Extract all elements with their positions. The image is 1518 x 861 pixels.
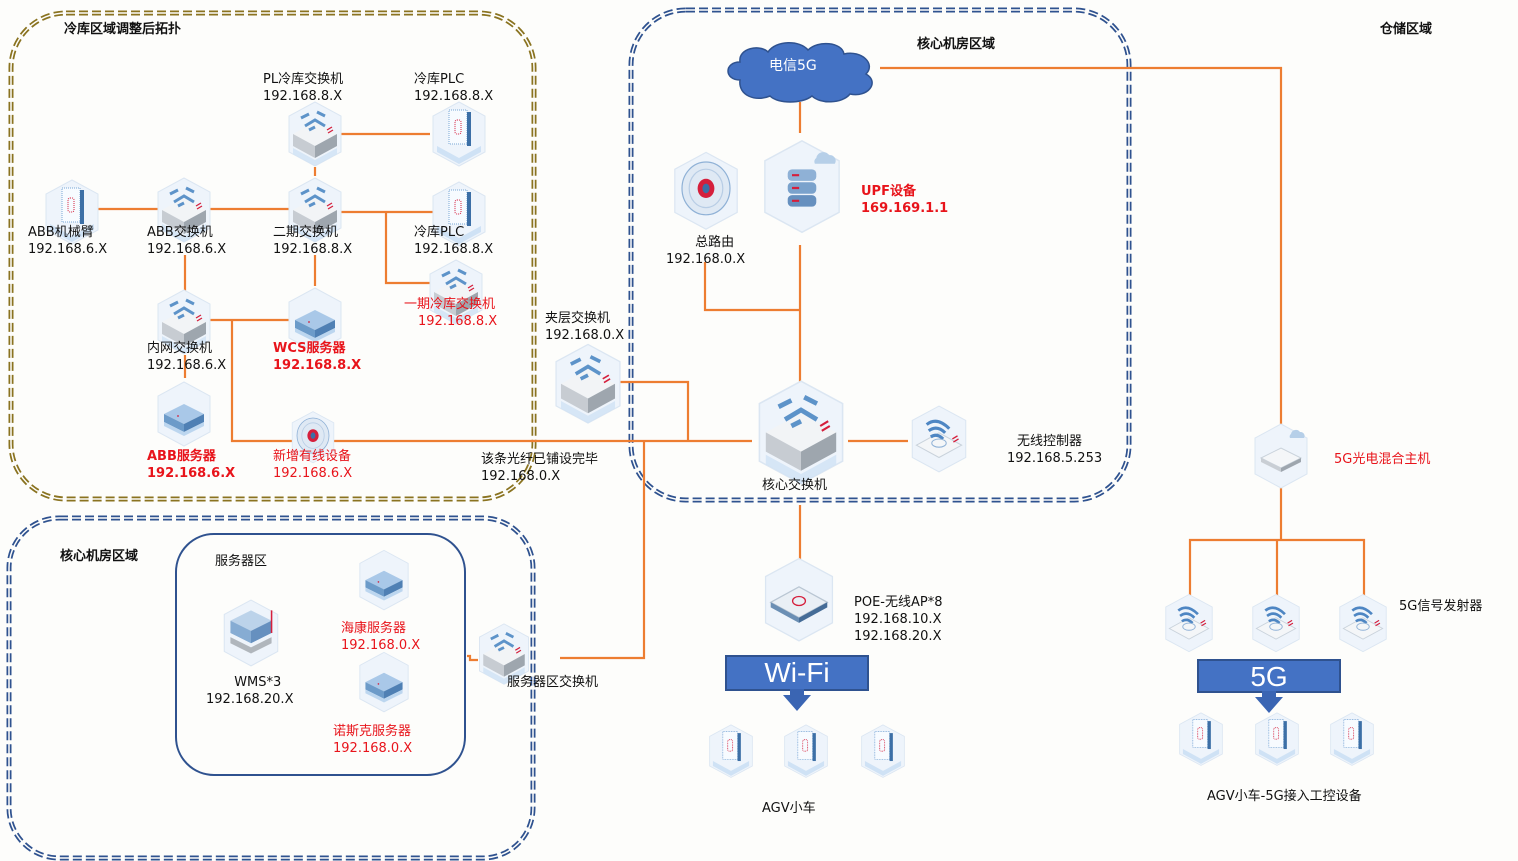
5g-banner: 5G	[1197, 659, 1341, 713]
agv-5g-1-icon[interactable]	[1178, 706, 1224, 774]
hybrid-host-label: 5G光电混合主机	[1334, 452, 1431, 467]
5g-transmitter-3-icon[interactable]	[1338, 590, 1388, 658]
server-area-switch-label: 服务器区交换机	[507, 675, 599, 690]
poe-ap-icon[interactable]	[762, 556, 836, 646]
hybrid-host-icon[interactable]	[1250, 422, 1312, 492]
agv-5g-3-icon[interactable]	[1329, 706, 1375, 774]
5g-transmitter-1-icon[interactable]	[1164, 590, 1214, 658]
agv-1-icon[interactable]	[708, 718, 754, 786]
mezzanine-switch-icon[interactable]	[553, 342, 623, 428]
agv-2-icon[interactable]	[783, 718, 829, 786]
nosk-server-icon[interactable]	[358, 650, 410, 716]
pl-switch-icon[interactable]	[287, 100, 343, 170]
zone-title-warehouse: 仓储区域	[1380, 22, 1433, 37]
main-router-icon[interactable]	[672, 150, 740, 234]
hikvision-server-icon[interactable]	[358, 548, 410, 614]
links	[88, 66, 1366, 662]
agv-5g-label: AGV小车-5G接入工控设备	[1207, 789, 1362, 804]
core-switch-label: 核心交换机	[762, 478, 828, 493]
core-switch-icon[interactable]	[752, 378, 850, 490]
zone-title-server-area: 服务器区	[215, 554, 268, 569]
wms-server-icon[interactable]	[220, 598, 282, 670]
wifi-banner: Wi-Fi	[725, 655, 869, 711]
wireless-controller-icon[interactable]	[903, 404, 975, 476]
abb-server-icon[interactable]	[156, 380, 212, 450]
plc-top-icon[interactable]	[431, 100, 487, 170]
agv-5g-2-icon[interactable]	[1254, 706, 1300, 774]
telecom-5g-cloud-icon[interactable]	[720, 38, 882, 104]
upf-device-icon[interactable]	[762, 132, 842, 244]
zone-title-core-room: 核心机房区域	[917, 37, 996, 52]
agv-label: AGV小车	[762, 801, 816, 816]
zone-title-core-room-bottom: 核心机房区域	[60, 549, 139, 564]
agv-3-icon[interactable]	[860, 718, 906, 786]
server-area-border	[175, 533, 466, 776]
5g-transmitter-2-icon[interactable]	[1251, 590, 1301, 658]
5g-transmitter-label: 5G信号发射器	[1399, 599, 1483, 614]
zone-title-cold-storage: 冷库区域调整后拓扑	[64, 22, 182, 37]
telecom-5g-label: 电信5G	[769, 58, 817, 74]
